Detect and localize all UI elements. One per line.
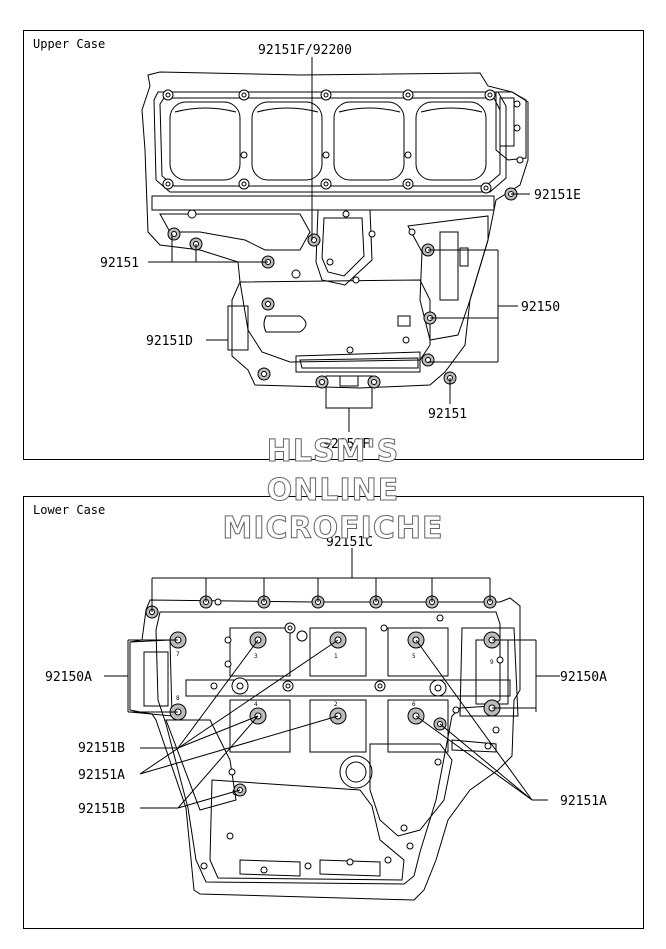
upper-case-body <box>141 71 529 409</box>
lower-part-labels: 92151C 92150A 92150A 92151B 92151A 92151… <box>45 535 607 817</box>
bolt-number-1: 1 <box>334 653 338 660</box>
lower-case-panel: Lower Case <box>23 496 644 929</box>
upper-case-title: Upper Case <box>33 37 106 51</box>
label-92151d: 92151D <box>146 334 193 349</box>
upper-case-panel: Upper Case <box>23 30 644 460</box>
bolt-number-7: 7 <box>176 651 180 658</box>
lower-case-title: Lower Case <box>33 503 106 517</box>
label-92151-bottom-right: 92151 <box>428 407 467 422</box>
lower-case-callout-bolts <box>145 595 501 797</box>
label-92151a-left: 92151A <box>78 768 125 783</box>
bolt-number-6: 6 <box>412 701 416 708</box>
bolt-number-2: 2 <box>334 701 338 708</box>
label-92150a-left: 92150A <box>45 670 92 685</box>
bolt-number-9: 9 <box>490 659 494 666</box>
watermark-line-1: HLSM'S <box>266 434 400 470</box>
upper-case-leaders <box>148 57 530 432</box>
bolt-number-5: 5 <box>412 653 416 660</box>
label-92151c: 92151C <box>326 535 373 550</box>
label-92151b-upper: 92151B <box>78 741 125 756</box>
upper-case-bolts <box>162 89 524 354</box>
label-92150: 92150 <box>521 300 560 315</box>
lower-case-leaders <box>104 548 560 809</box>
lower-case-body <box>129 597 521 901</box>
bolt-number-3: 3 <box>254 653 258 660</box>
label-92151b-lower: 92151B <box>78 802 125 817</box>
lower-bolt-sequence-numbers: 1 2 3 4 5 6 7 8 9 <box>176 651 494 708</box>
label-92150a-right: 92150A <box>560 670 607 685</box>
label-92151f: 92151F <box>323 437 370 452</box>
label-92151a-right: 92151A <box>560 794 607 809</box>
lower-case-bolts <box>200 598 504 874</box>
label-92151-left: 92151 <box>100 256 139 271</box>
label-92151f-92200: 92151F/92200 <box>258 43 352 58</box>
watermark-line-2: ONLINE <box>266 473 400 509</box>
label-92151e: 92151E <box>534 188 581 203</box>
watermark-line-3: MICROFICHE <box>222 511 444 547</box>
upper-part-labels: 92151F/92200 92151E 92151 92150 92151D 9… <box>100 43 581 452</box>
bolt-number-8: 8 <box>176 695 180 702</box>
bolt-number-4: 4 <box>254 701 258 708</box>
